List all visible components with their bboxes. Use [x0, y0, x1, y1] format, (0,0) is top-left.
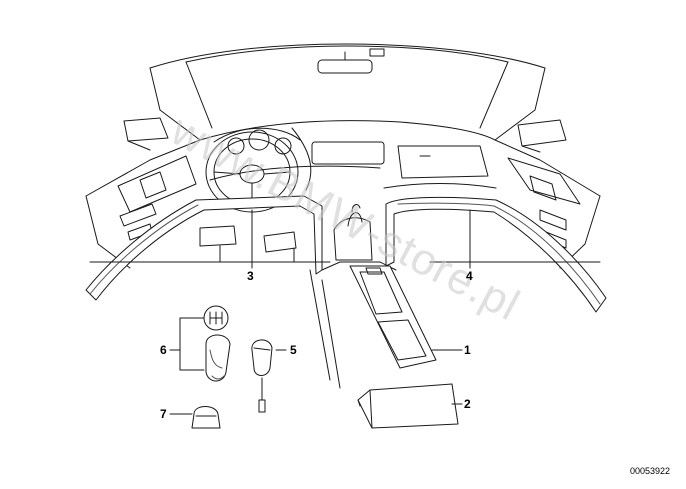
shift-boot: [191, 406, 221, 429]
left-dash-trim-strip: [85, 195, 323, 301]
callout-5: 5: [290, 343, 297, 357]
watermark: www.BMW-store.pl: [162, 105, 527, 330]
callout-7: 7: [160, 407, 167, 421]
callout-4: 4: [466, 269, 473, 283]
shift-knob-automatic: [251, 339, 273, 413]
center-console: [309, 204, 397, 389]
callout-2: 2: [464, 397, 471, 411]
callout-6: 6: [160, 343, 167, 357]
console-trim-panel: [349, 265, 437, 369]
armrest-cover: [357, 383, 459, 429]
rearview-mirror: [317, 48, 385, 74]
leader-lines: [89, 209, 601, 415]
left-side-mirror: [123, 117, 169, 151]
callout-1: 1: [464, 343, 471, 357]
right-dash-trim-strip: [385, 196, 607, 313]
dashboard: [199, 120, 497, 191]
callout-3: 3: [247, 269, 254, 283]
left-knee-trim: [199, 225, 297, 253]
diagram-reference-number: 00053922: [630, 466, 670, 476]
right-side-mirror: [517, 119, 567, 153]
shift-knob-manual: [203, 305, 231, 382]
windshield: [149, 43, 546, 141]
